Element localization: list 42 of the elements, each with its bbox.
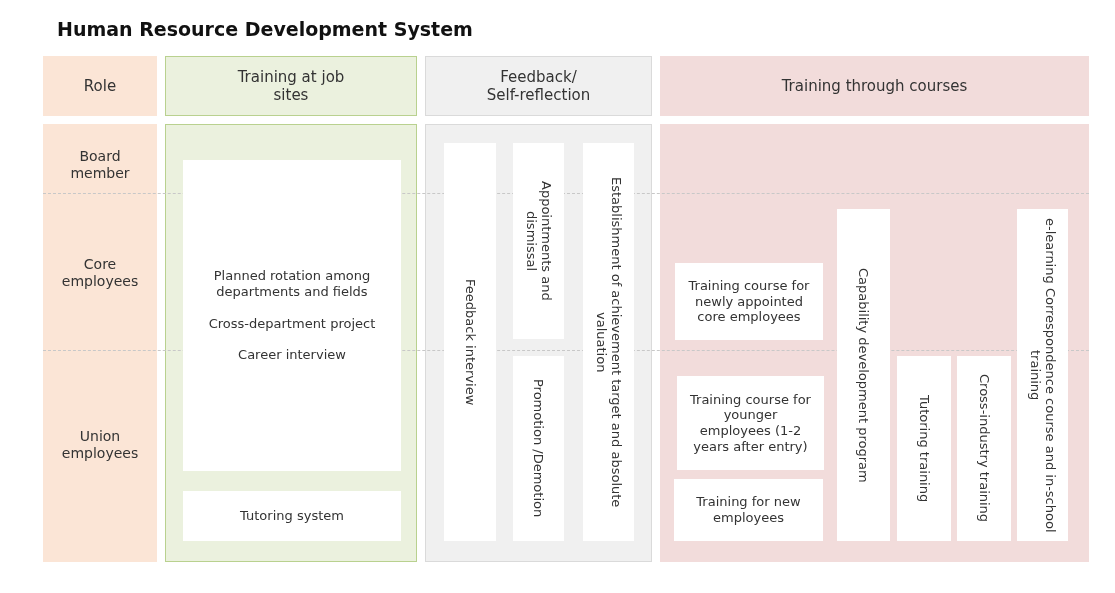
activity-card (183, 491, 401, 541)
row-label: Core employees (60, 256, 140, 290)
column-header (43, 56, 157, 116)
activity-card (183, 160, 401, 471)
header-text: Training through courses (781, 77, 968, 95)
column-panel (165, 124, 417, 562)
header-text: Training at job sites (236, 68, 346, 104)
activity-text: Tutoring training (916, 394, 932, 503)
activity-card (675, 263, 823, 340)
activity-card (513, 143, 564, 339)
activity-text: Establishment of achievement target and absolute valuation (592, 175, 625, 510)
activity-card (837, 209, 890, 541)
activity-text: Cross-department project (208, 315, 376, 332)
activity-text: Training for new employees (695, 494, 802, 526)
row-label: Union employees (60, 428, 140, 462)
activity-card (897, 356, 951, 541)
row-label: Board member (69, 148, 131, 182)
activity-card (674, 479, 823, 541)
activity-text: Career interview (238, 347, 346, 363)
column-panel (425, 124, 652, 562)
activity-card (1017, 209, 1068, 541)
activity-text: Training course for younger employees (1-2 years after entry) (689, 391, 812, 455)
activity-card (957, 356, 1011, 541)
header-text: Role (83, 77, 117, 95)
activity-text: Training course for newly appointed core employees (687, 278, 811, 325)
activity-text: Planned rotation among departments and fields (212, 268, 372, 300)
activity-text: Cross-industry training (976, 374, 992, 523)
column-header (165, 56, 417, 116)
activity-text: Appointments and dismissal (522, 180, 555, 303)
header-text: Feedback/ Self-reflection (485, 68, 592, 104)
activity-text: Feedback interview (462, 278, 478, 406)
activity-text: Capability development program (855, 267, 872, 483)
activity-card (444, 143, 496, 541)
column-header (425, 56, 652, 116)
activity-text: Tutoring system (240, 508, 344, 524)
diagram-title: Human Resource Development System (57, 18, 473, 40)
activity-text: Promotion /Demotion (530, 379, 547, 518)
activity-card (583, 143, 634, 541)
activity-card (677, 376, 824, 470)
column-header (660, 56, 1089, 116)
column-panel (660, 124, 1089, 562)
role-column-panel (43, 124, 157, 562)
